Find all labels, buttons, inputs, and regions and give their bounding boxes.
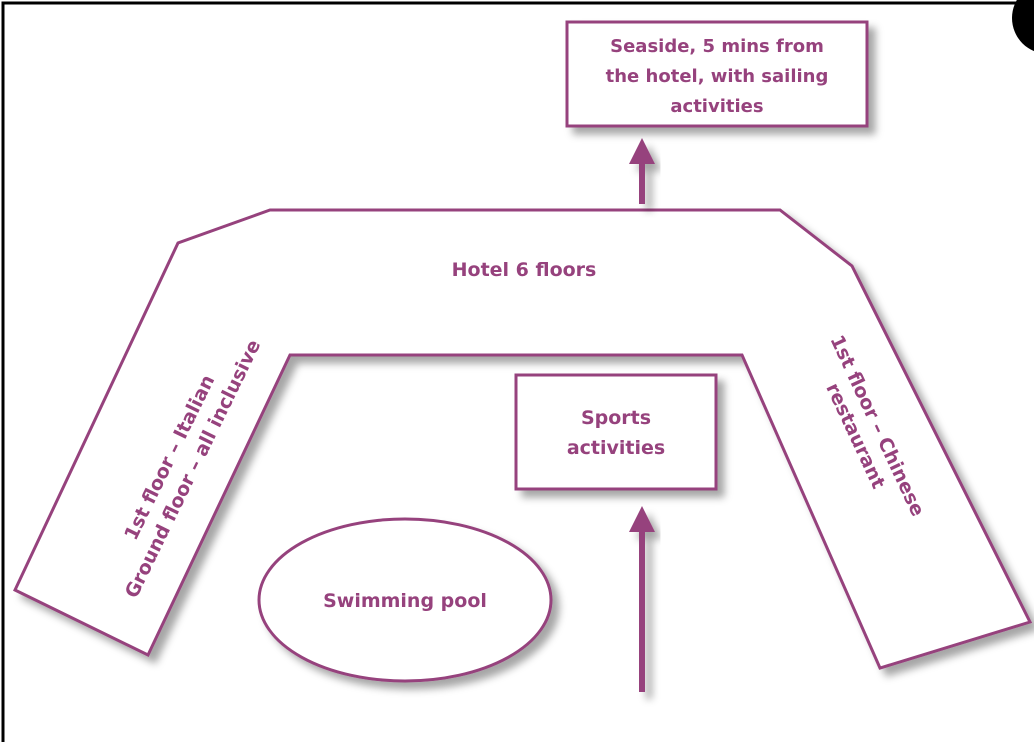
arrow-to-seaside <box>629 138 655 204</box>
seaside-label-line3: activities <box>670 96 763 117</box>
swimming-pool <box>257 517 553 683</box>
seaside-label-line1: Seaside, 5 mins from <box>610 36 824 57</box>
sports-label-line2: activities <box>567 437 665 459</box>
sports-label-line1: Sports <box>581 407 651 429</box>
swimming-pool-label: Swimming pool <box>323 590 487 612</box>
seaside-box <box>565 20 869 128</box>
arrow-to-sports <box>629 506 655 692</box>
hotel-building <box>13 208 1033 670</box>
corner-mark <box>1012 0 1034 52</box>
hotel-title: Hotel 6 floors <box>452 259 597 281</box>
sports-box <box>514 373 718 491</box>
seaside-label-line2: the hotel, with sailing <box>606 66 829 87</box>
